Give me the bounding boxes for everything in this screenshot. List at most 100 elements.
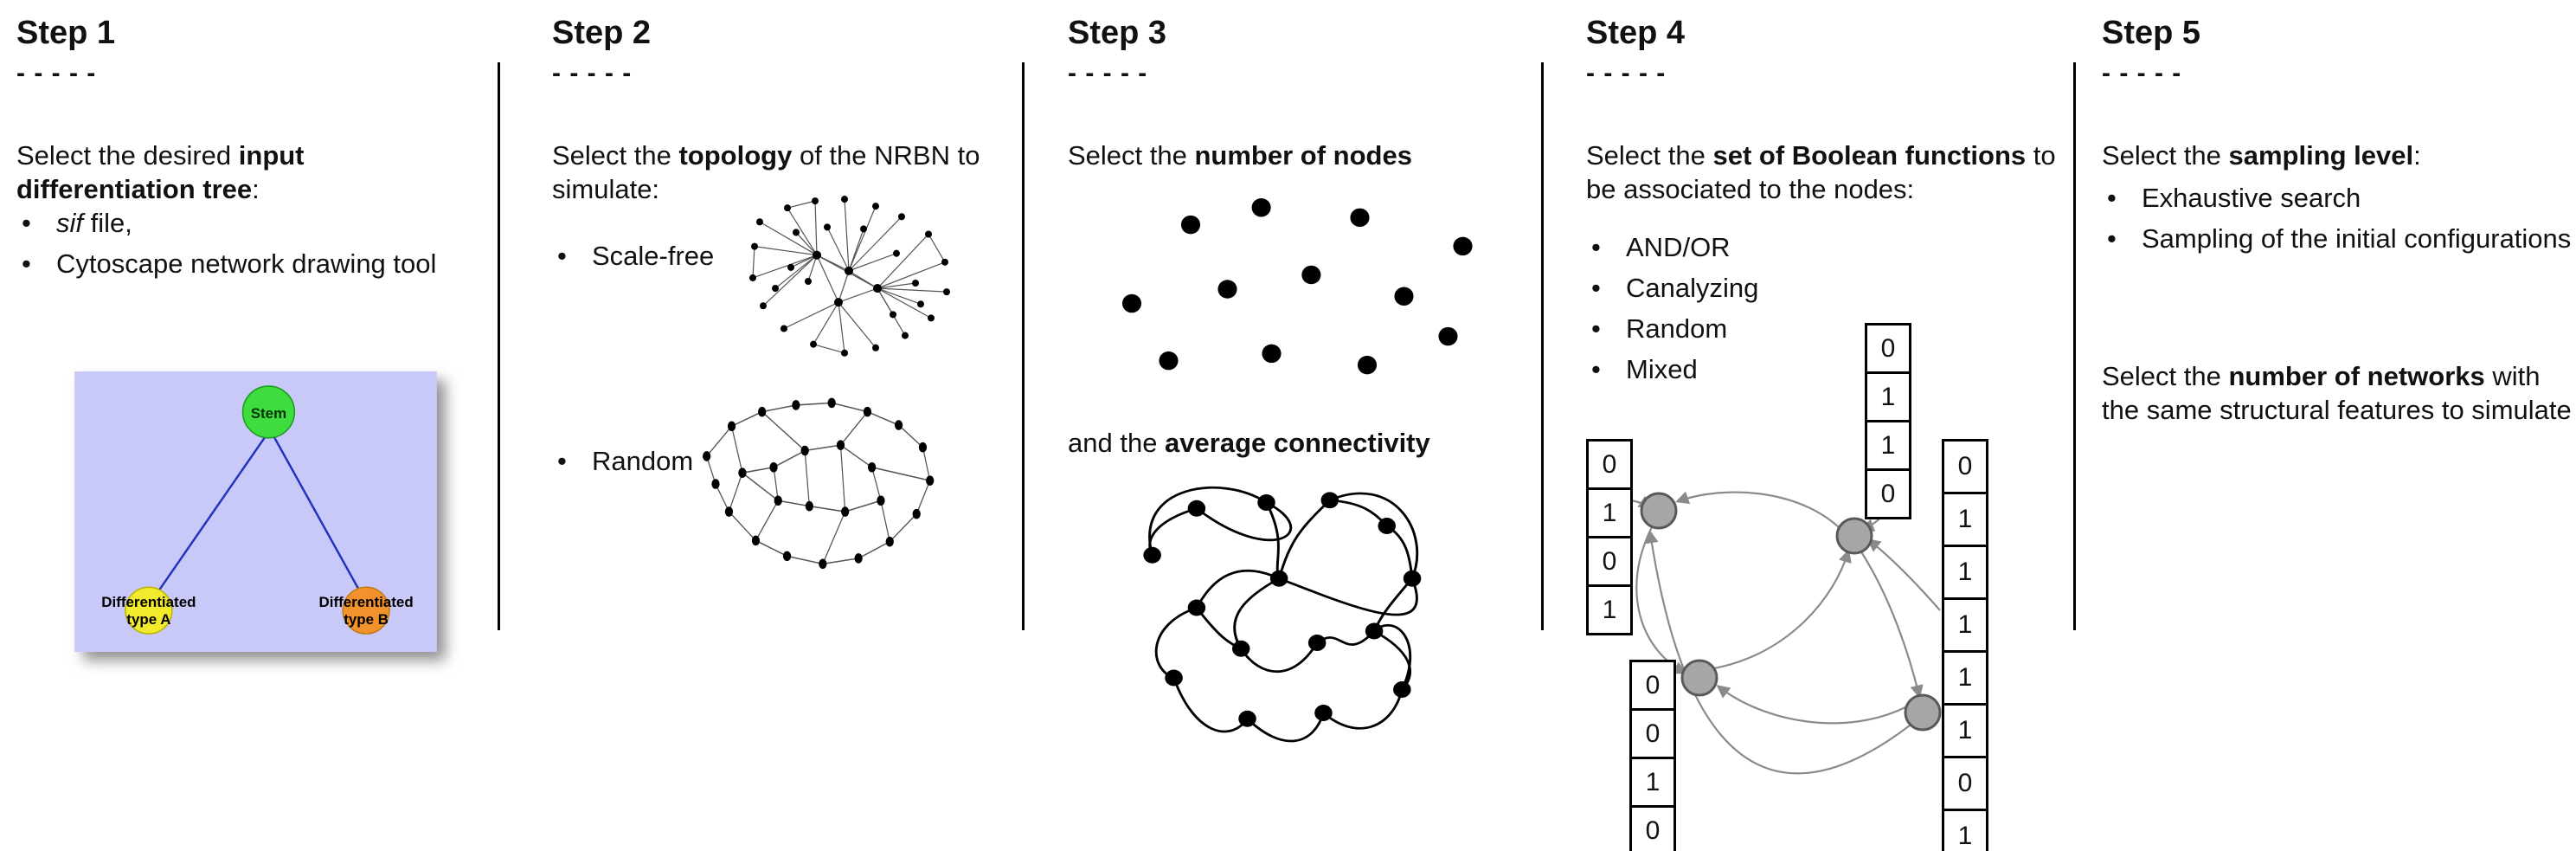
step1-column: Step 1 - - - - - Select the desired inpu… (16, 0, 440, 851)
step4-bullet-canalyzing-text: Canalyzing (1626, 273, 1759, 303)
bullet-icon: • (1591, 232, 1601, 262)
step4-bullet-andor-text: AND/OR (1626, 232, 1731, 262)
sif-rest: file, (83, 208, 132, 238)
step4-heading: Step 4 (1586, 15, 1686, 51)
step4-bullet-andor: • AND/OR (1586, 230, 2058, 264)
stem-node (241, 385, 296, 439)
step4-bullet-random: • Random (1586, 312, 2058, 345)
step3-intro: Select the number of nodes (1068, 139, 1539, 172)
truth-table-cell: 1 (1629, 757, 1676, 808)
step2-bullet-random-text: Random (592, 446, 694, 476)
step5-bullet-sampling: • Sampling of the initial configurations (2102, 222, 2573, 255)
step5-intro-post: : (2413, 140, 2421, 171)
column-divider (498, 62, 500, 630)
step5-second-bold: number of networks (2228, 361, 2485, 391)
step1-intro-post: : (252, 174, 260, 204)
step1-bullet-sif-text: sif file, (56, 206, 440, 240)
nodes-dots-graphic (1121, 198, 1473, 375)
type-b-label-2: type B (344, 611, 389, 628)
truth-table-cell: 1 (1586, 584, 1633, 635)
step1-intro-bold: input differentiation tree (16, 140, 305, 204)
truth-table-cell: 1 (1942, 545, 1988, 600)
step5-intro-bold: sampling level (2228, 140, 2414, 171)
truth-table-cell: 1 (1942, 809, 1988, 851)
tree-edge (270, 431, 368, 603)
bullet-icon: • (1591, 313, 1601, 344)
truth-table-cell: 1 (1942, 703, 1988, 758)
step1-bullet-sif: • sif file, (16, 206, 440, 240)
truth-table-cell: 0 (1942, 439, 1988, 494)
bullet-icon: • (22, 248, 31, 279)
step4-column: Step 4 - - - - - Select the set of Boole… (1586, 0, 2058, 851)
step1-intro-pre: Select the desired (16, 140, 239, 171)
stem-label: Stem (251, 405, 286, 422)
step1-bullet-cytoscape: • Cytoscape network drawing tool (16, 247, 440, 280)
bullet-icon: • (2107, 183, 2117, 213)
tree-edge (149, 431, 270, 603)
step2-intro-pre: Select the (552, 140, 679, 171)
step5-dashes: - - - - - (2102, 59, 2182, 87)
truth-table-cell: 1 (1865, 371, 1911, 422)
step4-intro: Select the set of Boolean functions to b… (1586, 139, 2058, 206)
truth-table-cell: 1 (1942, 492, 1988, 547)
bullet-icon: • (22, 208, 31, 238)
step2-heading: Step 2 (552, 15, 652, 51)
step2-intro-bold: topology (678, 140, 793, 171)
step1-dashes: - - - - - (16, 59, 97, 87)
step4-bullet-canalyzing: • Canalyzing (1586, 271, 2058, 305)
scale-free-network-graphic (749, 196, 950, 357)
bullet-icon: • (2107, 223, 2117, 254)
step4-bullet-mixed-text: Mixed (1626, 354, 1698, 384)
truth-table-left: 0 1 0 1 (1586, 439, 1633, 635)
truth-table-cell: 0 (1865, 323, 1911, 374)
step4-intro-bold: set of Boolean functions (1712, 140, 2027, 171)
boolean-node (1835, 517, 1873, 555)
step1-intro: Select the desired input differentiation… (16, 139, 440, 206)
bullet-icon: • (1591, 273, 1601, 303)
truth-table-cell: 1 (1586, 487, 1633, 538)
differentiation-tree-graphic: Stem Differentiated type A Differentiate… (74, 371, 437, 652)
step3-intro-bold: number of nodes (1194, 140, 1412, 171)
step1-heading: Step 1 (16, 15, 116, 51)
random-network-graphic (703, 397, 935, 570)
step4-dashes: - - - - - (1586, 59, 1667, 87)
type-a-node (125, 586, 173, 635)
column-divider (1022, 62, 1025, 630)
step5-bullet-sampling-text: Sampling of the initial configurations (2142, 223, 2572, 254)
boolean-node (1904, 693, 1942, 732)
step2-bullet-scale-free: • Scale-free (552, 239, 980, 273)
step5-column: Step 5 - - - - - Select the sampling lev… (2102, 0, 2573, 851)
type-b-node (342, 586, 390, 635)
truth-table-cell: 1 (1942, 650, 1988, 706)
bullet-icon: • (557, 241, 567, 271)
bullet-icon: • (557, 446, 567, 476)
truth-table-bottom: 0 0 1 0 (1629, 660, 1676, 851)
truth-table-cell: 0 (1629, 660, 1676, 711)
step3-intro-pre: Select the (1068, 140, 1195, 171)
step2-bullet-random: • Random (552, 444, 980, 478)
truth-table-cell: 0 (1629, 708, 1676, 759)
step5-second: Select the number of networks with the s… (2102, 359, 2573, 427)
step3-second: and the average connectivity (1068, 426, 1552, 460)
step2-intro-post: of the NRBN to simulate: (552, 140, 980, 204)
differentiation-tree-panel: Stem Differentiated type A Differentiate… (74, 371, 437, 656)
step5-second-pre: Select the (2102, 361, 2229, 391)
step5-bullet-exhaustive: • Exhaustive search (2102, 181, 2573, 215)
step3-column: Step 3 - - - - - Select the number of no… (1068, 0, 1539, 851)
step2-intro: Select the topology of the NRBN to simul… (552, 139, 980, 206)
step4-intro-post: to be associated to the nodes: (1586, 140, 2056, 204)
step3-dashes: - - - - - (1068, 59, 1148, 87)
step5-heading: Step 5 (2102, 15, 2201, 51)
truth-table-cell: 0 (1865, 468, 1911, 519)
truth-table-cell: 1 (1942, 597, 1988, 653)
truth-table-top: 0 1 1 0 (1865, 323, 1911, 519)
step4-intro-pre: Select the (1586, 140, 1713, 171)
step1-bullet-cytoscape-text: Cytoscape network drawing tool (56, 248, 437, 279)
step2-dashes: - - - - - (552, 59, 633, 87)
boolean-network-graphic (1630, 491, 1942, 775)
step3-second-pre: and the (1068, 428, 1166, 458)
boolean-node (1640, 492, 1678, 530)
column-divider (2073, 62, 2076, 630)
bullet-icon: • (1591, 354, 1601, 384)
